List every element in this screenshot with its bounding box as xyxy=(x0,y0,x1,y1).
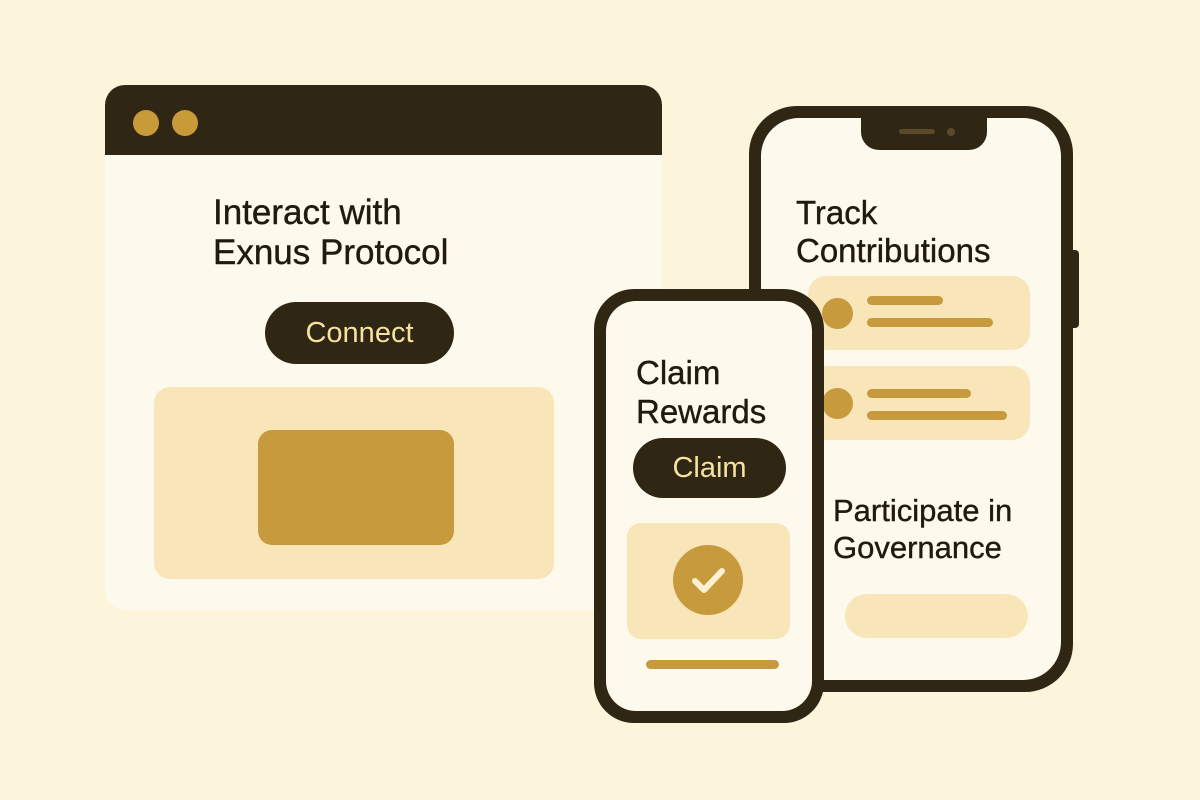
page-title-line1: Interact with xyxy=(213,193,402,232)
phone-large: Track Contributions Participate in Gover… xyxy=(749,106,1073,692)
page-title: Interact with Exnus Protocol xyxy=(213,193,633,273)
page-title-line2: Exnus Protocol xyxy=(213,233,449,272)
claim-heading-line2: Rewards xyxy=(636,393,767,430)
content-card xyxy=(258,430,454,545)
track-heading-line2: Contributions xyxy=(796,232,991,269)
track-heading-line1: Track xyxy=(796,194,878,231)
phone-small: Claim Rewards Claim xyxy=(594,289,824,723)
phone-side-button xyxy=(1072,250,1079,328)
claim-heading-line1: Claim xyxy=(636,354,721,391)
claim-success-card xyxy=(627,523,790,639)
contribution-item[interactable] xyxy=(808,366,1030,440)
phone-notch xyxy=(861,118,987,150)
claim-progress-bar xyxy=(646,660,779,669)
window-dot-icon xyxy=(172,110,198,136)
governance-pill-button[interactable] xyxy=(845,594,1028,638)
participate-governance-heading: Participate in Governance xyxy=(833,492,1061,566)
contribution-line-long xyxy=(867,318,993,327)
claim-rewards-heading: Claim Rewards xyxy=(636,353,812,431)
participate-heading-line2: Governance xyxy=(833,530,1002,565)
browser-window: Interact with Exnus Protocol Connect xyxy=(105,85,662,610)
phone-small-screen: Claim Rewards Claim xyxy=(606,301,812,711)
contribution-avatar-icon xyxy=(822,388,853,419)
browser-titlebar xyxy=(105,85,662,155)
contribution-line-long xyxy=(867,411,1007,420)
participate-heading-line1: Participate in xyxy=(833,493,1013,528)
contribution-line-short xyxy=(867,389,971,398)
window-dot-icon xyxy=(133,110,159,136)
contribution-item[interactable] xyxy=(808,276,1030,350)
contribution-avatar-icon xyxy=(822,298,853,329)
camera-icon xyxy=(947,128,955,136)
claim-button[interactable]: Claim xyxy=(633,438,786,498)
contribution-line-short xyxy=(867,296,943,305)
speaker-icon xyxy=(899,129,935,134)
connect-button[interactable]: Connect xyxy=(265,302,454,364)
track-contributions-heading: Track Contributions xyxy=(796,194,1056,270)
checkmark-icon xyxy=(673,545,743,615)
